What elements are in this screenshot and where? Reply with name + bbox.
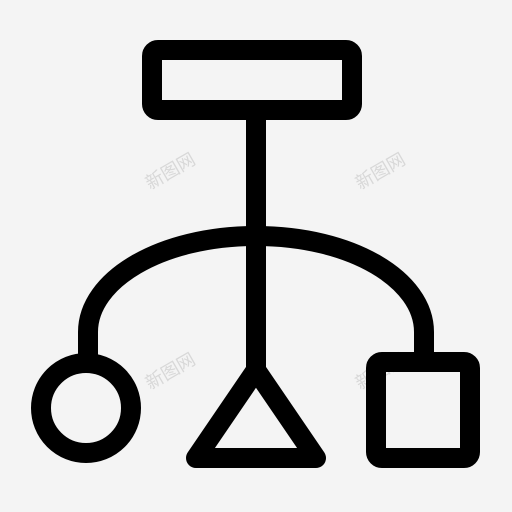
triangle-shape xyxy=(186,360,326,468)
watermark-text: 新图网 xyxy=(142,349,199,394)
watermark-text: 新图网 xyxy=(142,149,199,194)
square-shape xyxy=(366,352,480,468)
watermark-text: 新图网 xyxy=(352,149,409,194)
icon-strokes xyxy=(31,40,480,468)
branch-arc xyxy=(78,226,434,370)
circle-shape xyxy=(31,353,141,463)
